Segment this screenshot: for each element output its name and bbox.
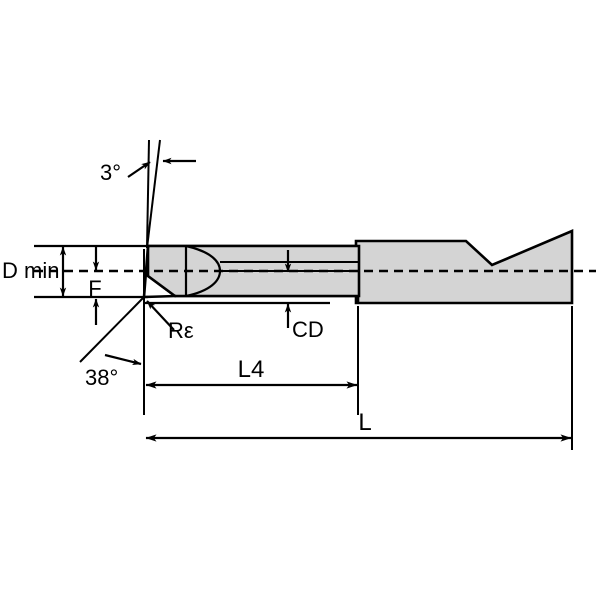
rake-angle-group: 3° bbox=[100, 139, 196, 249]
clearance-angle-group: 38° bbox=[79, 249, 145, 415]
l-dimension-group: L bbox=[145, 306, 573, 450]
f-label: F bbox=[88, 276, 101, 301]
l4-label: L4 bbox=[238, 356, 265, 383]
rake-reference-line bbox=[146, 139, 150, 249]
clearance-angle-line bbox=[79, 296, 145, 363]
cd-label: CD bbox=[292, 317, 324, 342]
tool-body-group bbox=[142, 229, 574, 305]
tool-rear-shank bbox=[354, 229, 574, 305]
tip-relief-edge bbox=[143, 294, 177, 299]
clearance-angle-leader bbox=[104, 353, 142, 366]
rake-angle-line bbox=[146, 139, 161, 249]
f-dimension-group: F bbox=[88, 247, 102, 325]
cd-dimension-group: CD bbox=[144, 250, 330, 342]
rake-angle-leader-left bbox=[127, 161, 151, 178]
d-min-label: D min bbox=[2, 258, 59, 283]
nose-radius-leader bbox=[146, 300, 175, 331]
clearance-angle-label: 38° bbox=[85, 365, 118, 390]
l4-dimension-group: L4 bbox=[145, 306, 359, 415]
rake-angle-label: 3° bbox=[100, 160, 121, 185]
nose-radius-label: Rε bbox=[168, 318, 194, 343]
l-label: L bbox=[358, 409, 371, 436]
d-min-dimension-group: D min bbox=[2, 244, 150, 299]
nose-radius-group: Rε bbox=[146, 300, 194, 343]
